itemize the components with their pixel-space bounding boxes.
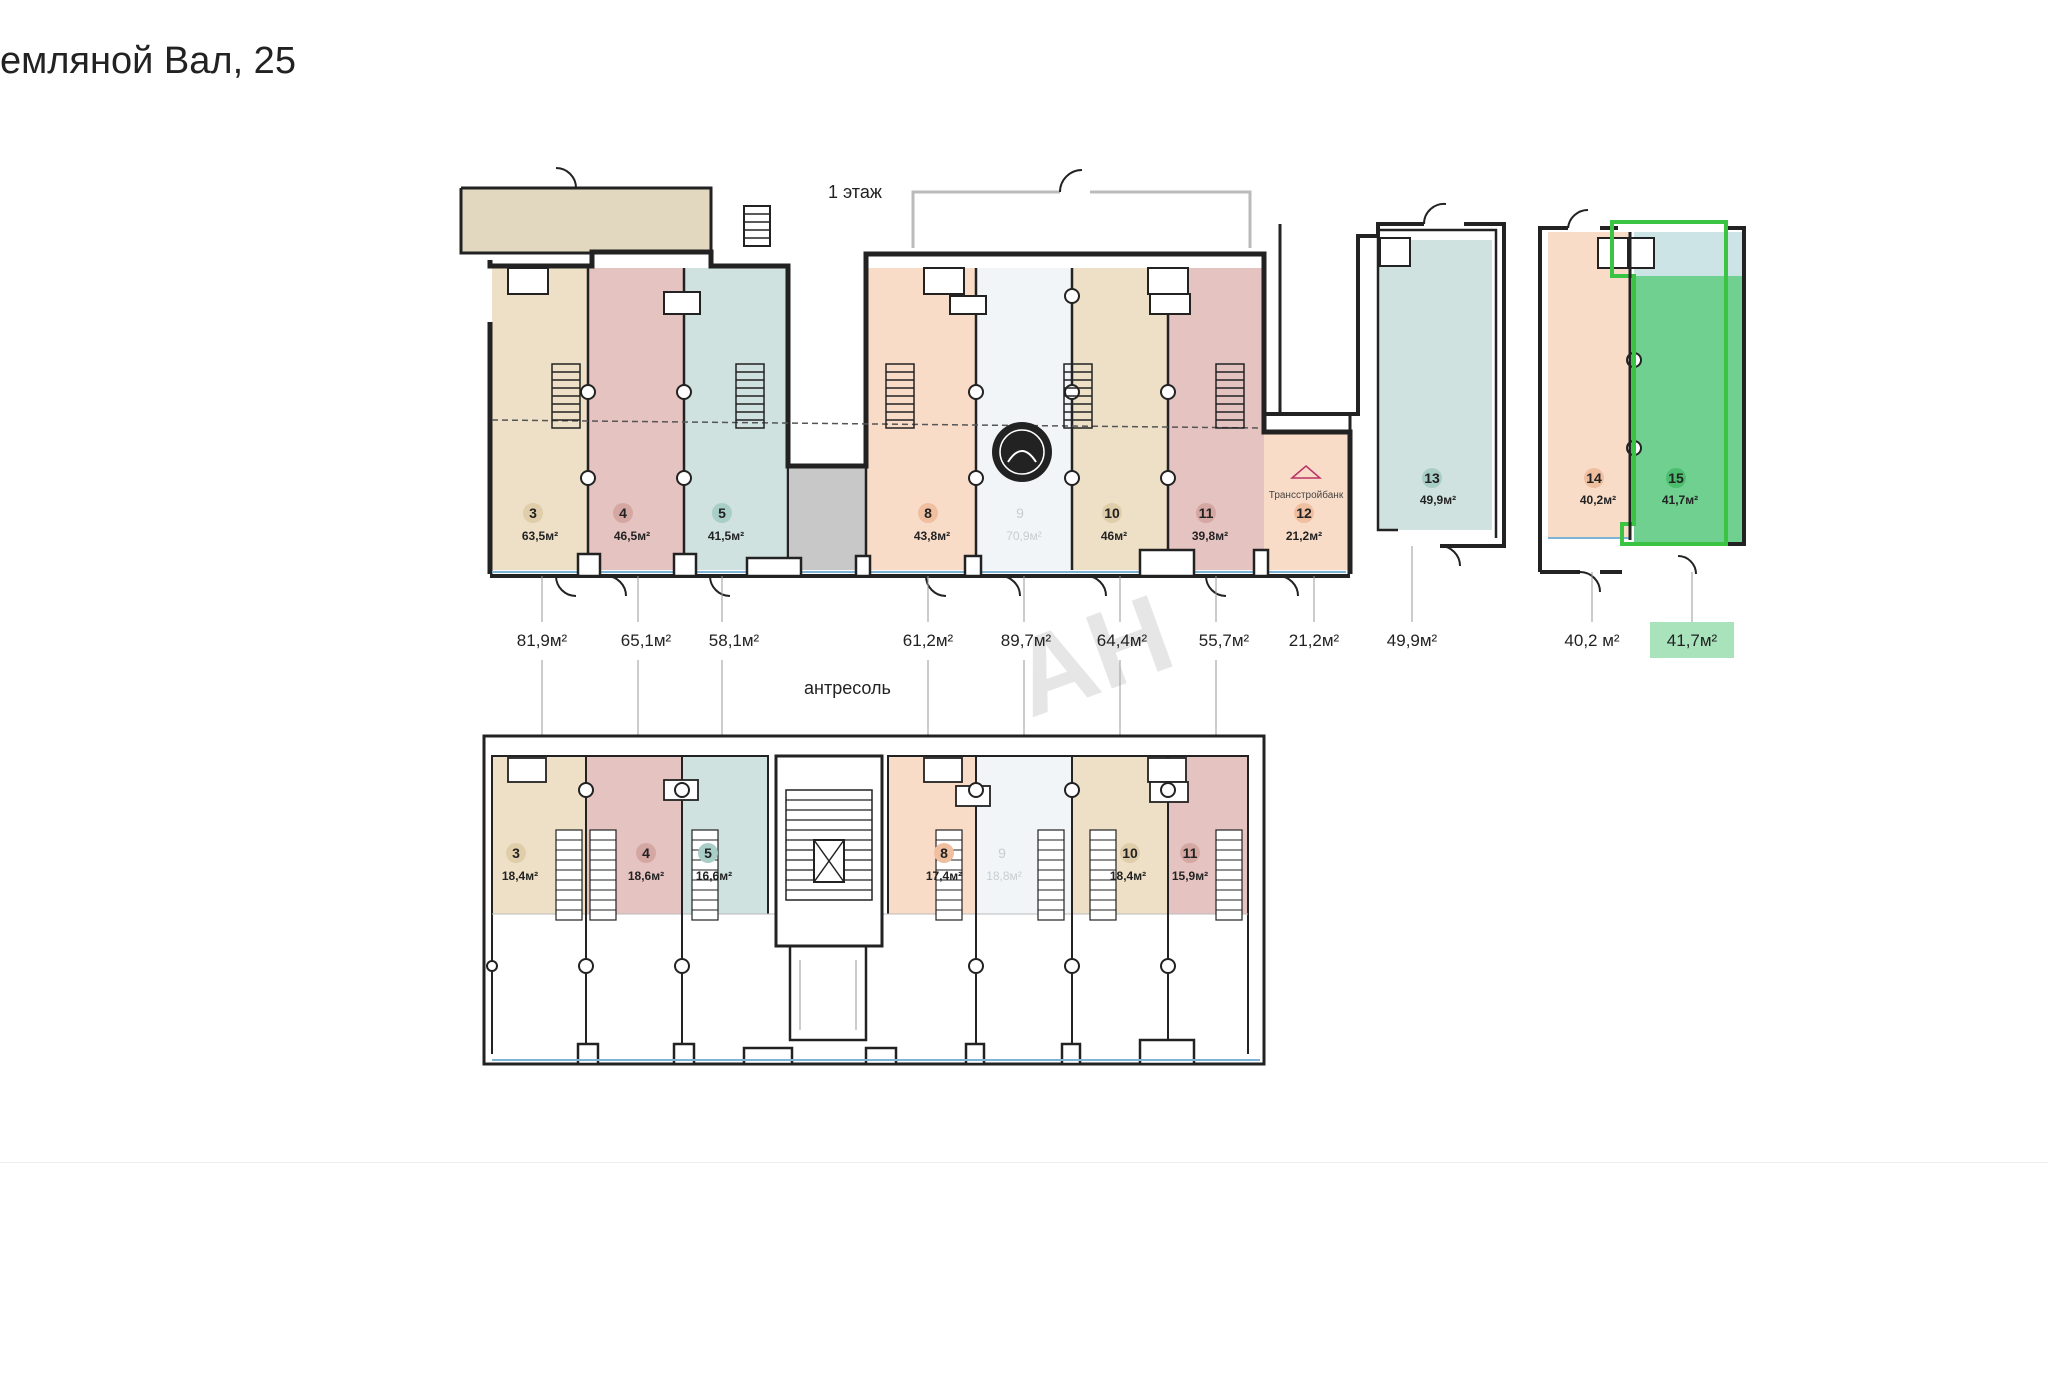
unit-label-area: 63,5м² (522, 529, 558, 543)
floor-unit-labels: 3 63,5м² 4 46,5м² 5 41,5м² 8 43,8м² 9 70… (522, 468, 1698, 543)
total-area: 58,1м² (709, 631, 760, 650)
mezz-label-area: 18,6м² (628, 869, 664, 883)
unit-label-area: 41,7м² (1662, 493, 1698, 507)
surf-coffee-logo (992, 422, 1052, 482)
unit-9[interactable] (976, 268, 1072, 570)
unit-label-num: 9 (1016, 505, 1024, 521)
total-area: 49,9м² (1387, 631, 1438, 650)
mezz-label-num: 4 (642, 845, 650, 861)
unit-label-num: 8 (924, 505, 932, 521)
unit-3[interactable] (492, 268, 588, 570)
floor-1-plan: Трансстройбанк (459, 167, 1746, 597)
selected-total-highlight (1650, 622, 1734, 658)
page-title: емляной Вал, 25 (0, 40, 296, 82)
totals-row: 81,9м² 65,1м² 58,1м² 61,2м² 89,7м² 64,4м… (517, 622, 1734, 658)
mezzanine-label: антресоль (804, 678, 891, 698)
total-area: 89,7м² (1001, 631, 1052, 650)
mezz-label-area: 18,4м² (502, 869, 538, 883)
annex-room (461, 188, 711, 253)
mezz-label-num: 5 (704, 845, 712, 861)
unit-label-area: 70,9м² (1006, 529, 1042, 543)
mezz-label-area: 15,9м² (1172, 869, 1208, 883)
unit-label-num: 12 (1296, 505, 1312, 521)
mezz-label-area: 18,4м² (1110, 869, 1146, 883)
mezz-label-num: 10 (1122, 845, 1138, 861)
stair-core (790, 468, 866, 570)
unit-label-num: 15 (1668, 470, 1684, 486)
mezz-unit-labels: 3 18,4м² 4 18,6м² 5 16,6м² 8 17,4м² 9 18… (502, 843, 1208, 883)
mezz-label-area: 16,6м² (696, 869, 732, 883)
bank-logo (1289, 465, 1323, 479)
total-area: 61,2м² (903, 631, 954, 650)
unit-label-area: 39,8м² (1192, 529, 1228, 543)
total-area: 81,9м² (517, 631, 568, 650)
mezz-label-num: 11 (1183, 845, 1198, 861)
total-area: 21,2м² (1289, 631, 1340, 650)
unit-label-area: 43,8м² (914, 529, 950, 543)
mezz-label-num: 9 (998, 845, 1006, 861)
total-area: 65,1м² (621, 631, 672, 650)
unit-label-area: 21,2м² (1286, 529, 1322, 543)
mezz-label-area: 17,4м² (926, 869, 962, 883)
total-area: 40,2 м² (1564, 631, 1619, 650)
mezz-label-num: 8 (940, 845, 948, 861)
total-area: 64,4м² (1097, 631, 1148, 650)
unit-4[interactable] (588, 268, 684, 570)
mezzanine-plan (482, 734, 1266, 1066)
total-area: 55,7м² (1199, 631, 1250, 650)
total-area: 41,7м² (1667, 631, 1718, 650)
unit-label-num: 4 (619, 505, 627, 521)
unit-label-num: 5 (718, 505, 726, 521)
watermark: АН (996, 571, 1187, 741)
unit-label-num: 3 (529, 505, 537, 521)
footer-divider (0, 1162, 2048, 1163)
unit-label-area: 41,5м² (708, 529, 744, 543)
unit-label-num: 14 (1586, 470, 1602, 486)
mezz-label-area: 18,8м² (986, 869, 1022, 883)
floor-label: 1 этаж (828, 182, 882, 202)
unit-12[interactable] (1264, 432, 1350, 570)
unit-label-area: 46,5м² (614, 529, 650, 543)
selected-unit-outline (1610, 220, 1728, 546)
mezz-label-num: 3 (512, 845, 520, 861)
unit-label-area: 40,2м² (1580, 493, 1616, 507)
unit-label-num: 13 (1424, 470, 1440, 486)
unit-10[interactable] (1072, 268, 1168, 570)
unit-label-num: 11 (1199, 505, 1214, 521)
bank-label: Трансстройбанк (1269, 489, 1344, 501)
unit-label-area: 46м² (1101, 529, 1127, 543)
unit-label-area: 49,9м² (1420, 493, 1456, 507)
unit-14[interactable] (1548, 232, 1630, 538)
unit-label-num: 10 (1104, 505, 1120, 521)
